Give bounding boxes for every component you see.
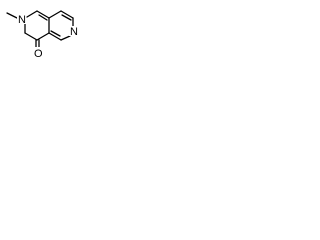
bond-n-to-right-bottom: [60, 35, 71, 41]
bond-fusion-bottom-carbonyl-c: [36, 32, 50, 41]
bond-right-top-double: [61, 14, 72, 21]
atom-o-carbonyl: O: [34, 48, 43, 60]
bond-n-c-top: [26, 10, 38, 18]
bond-right-bottom-fusion: [48, 32, 62, 41]
structure-drawing: N N O: [6, 10, 78, 60]
bond-methyl-n: [6, 12, 18, 19]
bond-c-top-c-fusion-top-double: [38, 14, 48, 21]
atom-labels: N N O: [17, 14, 78, 60]
atom-n-pyridine: N: [70, 26, 78, 38]
bond-c-top-c-fusion-top: [36, 10, 50, 19]
bond-fusion-top-c: [48, 10, 62, 19]
atom-n-methyl: N: [18, 14, 26, 26]
bonds: [6, 10, 74, 48]
bond-carbonyl-c-n: [24, 32, 38, 41]
bond-right-bottom-fusion-double: [50, 30, 61, 37]
molecule-diagram: N N O: [0, 0, 92, 61]
bond-right-top: [60, 10, 74, 19]
